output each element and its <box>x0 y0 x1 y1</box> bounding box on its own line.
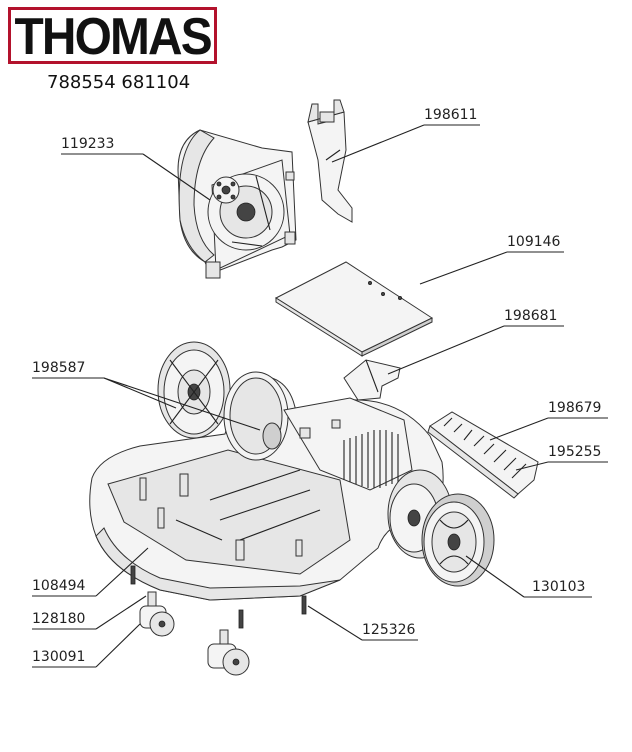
motor-housing-drawing <box>177 129 297 279</box>
bracket-drawing <box>307 99 353 223</box>
model-numbers: 788554 681104 <box>47 72 191 93</box>
part-label-128180: 128180 <box>32 611 86 627</box>
brand-logo-text: THOMAS <box>14 7 212 66</box>
brand-logo: THOMAS <box>8 7 217 64</box>
screws-drawing <box>130 565 307 629</box>
part-label-125326: 125326 <box>362 622 416 638</box>
part-label-195255: 195255 <box>548 444 602 460</box>
castor-front-left-drawing <box>139 591 175 637</box>
part-label-130091: 130091 <box>32 649 86 665</box>
small-clip-drawing <box>343 359 401 401</box>
part-label-198679: 198679 <box>548 400 602 416</box>
part-label-198587: 198587 <box>32 360 86 376</box>
left-wheel-hub-drawing <box>157 341 231 439</box>
main-body-drawing <box>89 371 444 601</box>
exhaust-grille-drawing <box>427 411 539 499</box>
part-label-130103: 130103 <box>532 579 586 595</box>
body-vent-ribs <box>343 430 399 488</box>
leader-lines <box>32 124 608 668</box>
castor-front-right-drawing <box>207 629 250 676</box>
part-label-119233: 119233 <box>61 136 115 152</box>
part-label-198681: 198681 <box>504 308 558 324</box>
part-label-109146: 109146 <box>507 234 561 250</box>
filter-plate-drawing <box>274 261 434 357</box>
part-label-198611: 198611 <box>424 107 478 123</box>
part-label-108494: 108494 <box>32 578 86 594</box>
wheel-drawing <box>421 493 495 587</box>
